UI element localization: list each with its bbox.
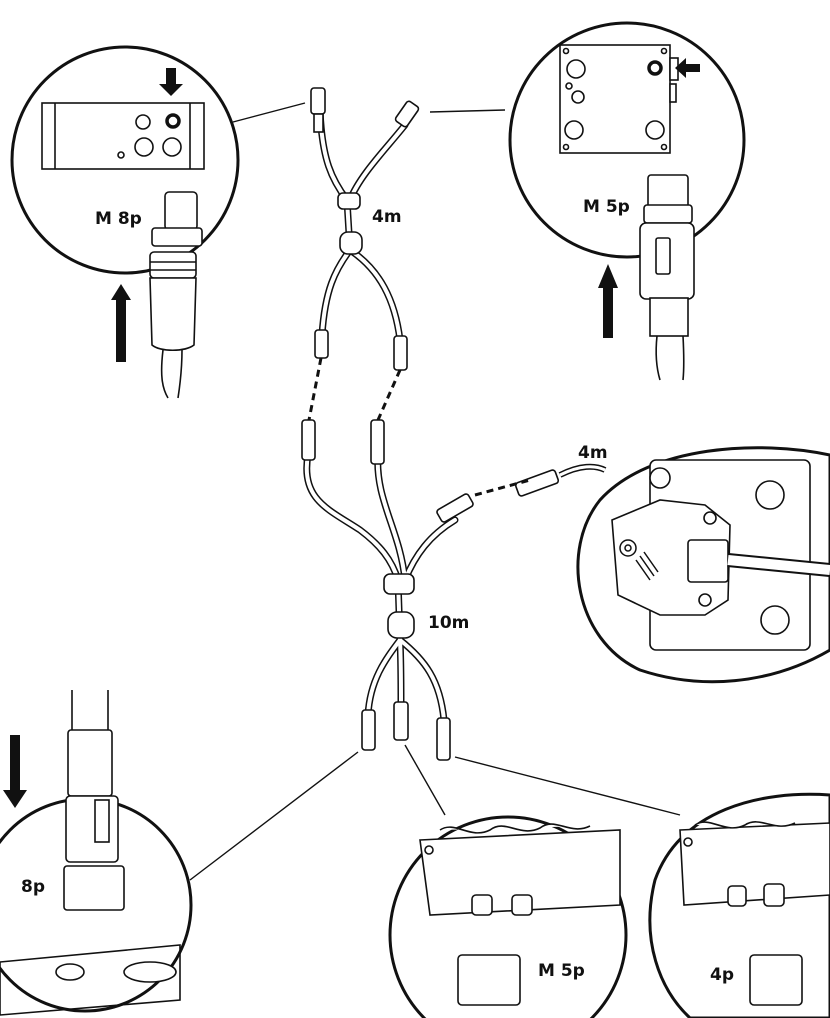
leader-lines xyxy=(189,102,681,881)
connector-top-right xyxy=(394,100,420,128)
detail-bottom-middle: M 5p xyxy=(388,815,628,1018)
module-bottom-right xyxy=(679,821,830,1006)
connector-bottom-left xyxy=(361,709,376,751)
dashed-connections xyxy=(307,357,531,497)
harness-connectors xyxy=(301,87,560,761)
connector-mid-left xyxy=(314,329,329,359)
module-bottom-middle xyxy=(419,823,621,1006)
label-main-cable-length: 10m xyxy=(428,613,469,633)
module-top-right xyxy=(559,44,679,154)
arrow-up-icon-right xyxy=(598,264,618,338)
label-bottom-middle-connector: M 5p xyxy=(538,961,585,981)
label-bottom-right-connector: 4p xyxy=(710,965,734,985)
connector-side-remote xyxy=(514,469,560,497)
connector-bottom-middle xyxy=(393,701,409,741)
connector-side xyxy=(436,493,474,523)
connector-mid-right xyxy=(393,335,408,371)
arrow-down-icon-left xyxy=(3,735,27,808)
label-top-left-connector: M 8p xyxy=(95,209,142,229)
detail-top-right: M 5p xyxy=(508,21,746,381)
label-top-right-connector: M 5p xyxy=(583,197,630,217)
module-top-left xyxy=(41,102,205,170)
connector-8p-plug xyxy=(0,729,181,1016)
connector-lower-right xyxy=(370,419,385,465)
connector-lower-left xyxy=(301,419,316,461)
pump-housing xyxy=(611,459,811,651)
detail-bottom-left: 8p xyxy=(0,729,193,1016)
connector-m8p-plug xyxy=(149,191,203,352)
cable-sleeves xyxy=(337,192,415,639)
arrow-left-icon xyxy=(675,58,700,78)
connector-top-left xyxy=(310,87,326,115)
cable-bottom-left-top xyxy=(71,690,109,730)
arrow-down-icon xyxy=(159,68,183,96)
detail-top-left: M 8p xyxy=(10,45,240,399)
label-side-cable-length: 4m xyxy=(578,443,608,463)
detail-right-sensor xyxy=(576,446,830,684)
connector-bottom-right xyxy=(436,717,451,761)
gear-symbol-icon xyxy=(619,539,659,581)
detail-bottom-right: 4p xyxy=(648,792,830,1018)
arrow-up-icon xyxy=(111,284,131,362)
connector-m5p-plug xyxy=(639,174,695,337)
label-upper-cable-length: 4m xyxy=(372,207,402,227)
label-bottom-left-connector: 8p xyxy=(21,877,45,897)
